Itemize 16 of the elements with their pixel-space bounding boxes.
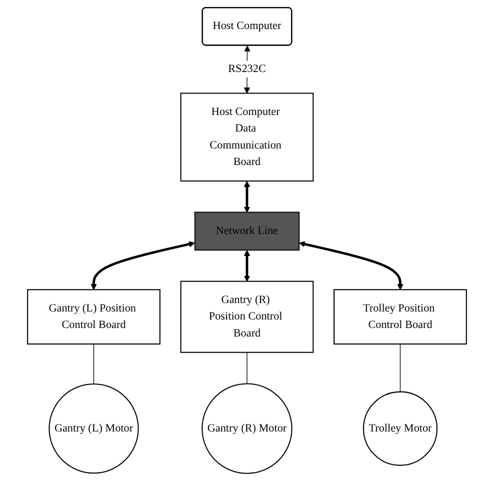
arrow: [244, 181, 250, 213]
node-box: Network Line: [194, 212, 300, 251]
arrow: [90, 241, 195, 290]
connector: [246, 352, 248, 384]
node-circle: Trolley Motor: [362, 391, 438, 466]
connector: [400, 344, 401, 392]
node-box: Gantry (R) Position Control Board: [180, 280, 314, 353]
arrow: [299, 241, 404, 290]
node-circle: Gantry (R) Motor: [202, 383, 292, 474]
node-box: Host Computer Data Communication Board: [180, 92, 314, 182]
node-box: Trolley Position Control Board: [334, 289, 467, 345]
arrow: [244, 250, 250, 282]
node-box: Gantry (L) Position Control Board: [27, 289, 160, 345]
connector: [93, 344, 94, 384]
node-circle: Gantry (L) Motor: [48, 384, 139, 474]
edge-label: RS232C: [228, 62, 266, 75]
